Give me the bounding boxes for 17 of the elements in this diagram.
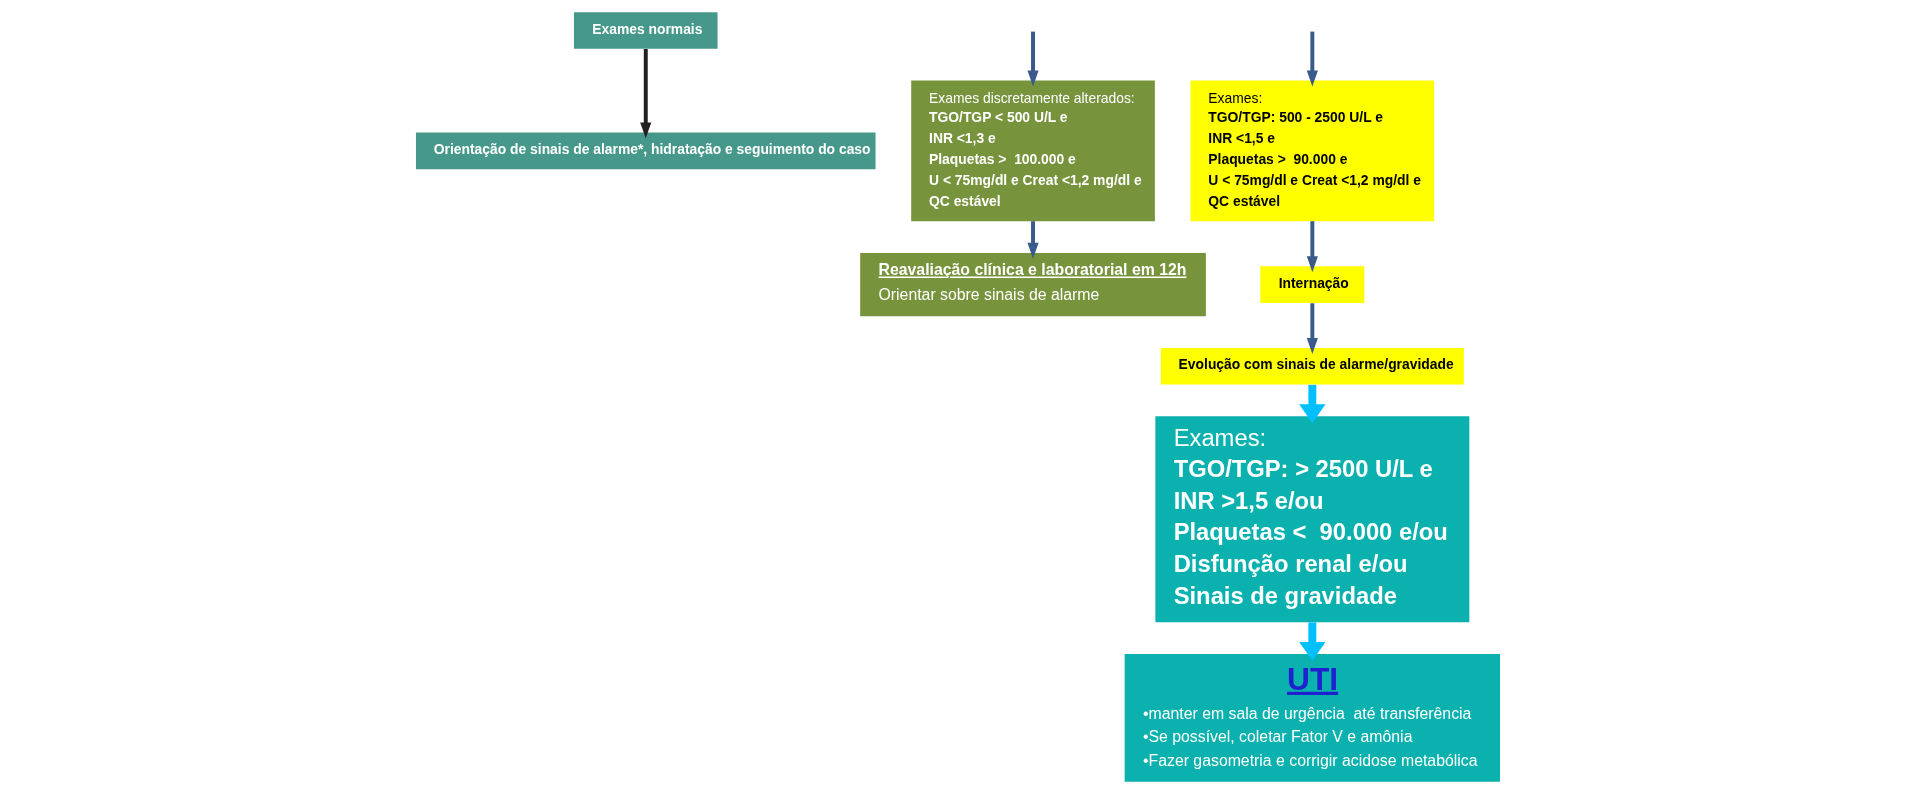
node-box: Exames normais — [573, 12, 718, 49]
node-box: Orientação de sinais de alarme*, hidratação e seguimento do caso — [415, 132, 876, 170]
node-box: Evolução com sinais de alarme/gravidade — [1160, 347, 1464, 385]
arrow — [1298, 622, 1325, 661]
node-box: Exames: TGO/TGP: 500 - 2500 U/L e INR <1,5 e Plaquetas > 90.000 e U < 75mg/dl e Creat <1,2 mg/dl e QC estável — [1190, 80, 1434, 222]
arrow — [639, 49, 651, 139]
node-box: UTI •manter em sala de urgência até transferência •Se possível, coletar Fator V e amônia •Fazer gasometria e corrigir acidose metabólica — [1124, 654, 1500, 782]
node-box: Internação — [1259, 266, 1364, 303]
node-box: Exames: TGO/TGP: > 2500 U/L e INR >1,5 e/ou Plaquetas < 90.000 e/ou Disfunção renal e/ou Sinais de gravidade — [1154, 416, 1469, 623]
arrow — [1306, 303, 1318, 354]
arrow — [1298, 384, 1325, 424]
arrow — [1306, 31, 1318, 87]
node-box: Reavaliação clínica e laboratorial em 12h Orientar sobre sinais de alarme — [859, 252, 1206, 317]
arrow — [1026, 31, 1039, 87]
arrow — [1026, 221, 1039, 259]
node-box: Exames discretamente alterados: TGO/TGP < 500 U/L e INR <1,3 e Plaquetas > 100.000 e U < 75mg/dl e Creat <1,2 mg/dl e QC estável — [910, 80, 1155, 222]
arrow — [1306, 221, 1318, 273]
